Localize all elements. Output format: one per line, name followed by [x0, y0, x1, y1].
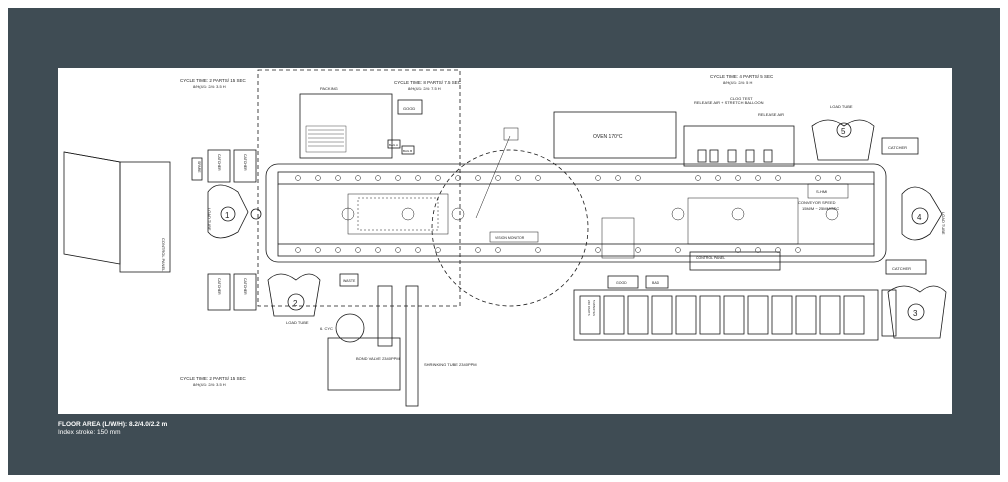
tray-label-line2: 5 MINUTES — [592, 300, 596, 316]
svg-text:2: 2 — [293, 299, 298, 308]
control-panel-left: CONTROL PANEL — [63, 151, 171, 273]
robot-reach-circle — [431, 149, 589, 307]
svg-text:CONTROL PANEL: CONTROL PANEL — [161, 238, 166, 272]
svg-text:CATCHER: CATCHER — [243, 154, 247, 171]
svg-text:4: 4 — [917, 213, 922, 222]
svg-text:GOOD: GOOD — [616, 281, 627, 285]
svg-text:LOAD TUBE: LOAD TUBE — [941, 212, 946, 235]
svg-text:LOAD TUBE: LOAD TUBE — [286, 320, 309, 325]
svg-text:SHRINKING TUBE 2340PPM: SHRINKING TUBE 2340PPM — [424, 362, 477, 367]
station-5: LOAD TUBE 5 CATCHER — [811, 104, 919, 161]
control-panel-bottom: CONTROL PANEL GOOD BAD — [607, 251, 781, 289]
svg-text:6. CYC: 6. CYC — [320, 326, 333, 331]
conveyor-pucks — [295, 175, 841, 253]
station-4: 4 LOAD TUBE CATCHER — [885, 186, 946, 275]
svg-text:CATCHER: CATCHER — [217, 278, 221, 295]
enclosure-outline — [257, 69, 461, 307]
cycle-time-top-right-sub: 8/H(4/1: 2/4: 5 H — [723, 80, 752, 85]
bottom-feeders: WASTE 6. CYC BOND VALVE 2340PPM SHRINKIN… — [320, 273, 477, 407]
footer-notes: FLOOR AREA (L/W/H): 8.2/4.0/2.2 m Index … — [58, 421, 167, 437]
svg-text:S-HMI: S-HMI — [816, 189, 827, 194]
svg-text:CATCHER: CATCHER — [217, 154, 221, 171]
svg-text:RELEASE AIR: RELEASE AIR — [758, 112, 784, 117]
station-3: 3 — [887, 285, 947, 339]
packing-area: PACKING GOOD BAG A BAG B — [299, 86, 423, 159]
tray-label-line1: 240 PARTS — [587, 300, 591, 316]
svg-text:LOAD TUBE: LOAD TUBE — [207, 208, 212, 231]
svg-text:GOOD: GOOD — [403, 106, 415, 111]
cycle-time-top-right: CYCLE TIME: 4 PARTS/ 5 SEC — [710, 74, 774, 79]
svg-text:BAG B: BAG B — [403, 149, 412, 153]
cycle-time-bottom-left-sub: 8/H(4/1: 2/4: 3.5 H — [193, 382, 226, 387]
svg-text:CONTROL PANEL: CONTROL PANEL — [696, 256, 725, 260]
cycle-time-top-left: CYCLE TIME: 2 PARTS/ 15 SEC — [180, 78, 247, 83]
svg-text:CONVEYOR SPEED: CONVEYOR SPEED — [798, 200, 836, 205]
conveyor-loop — [265, 163, 887, 263]
floor-plan-svg: CYCLE TIME: 2 PARTS/ 15 SEC 8/H(4/1: 2/4… — [63, 69, 947, 407]
svg-text:CLOG TEST: CLOG TEST — [730, 96, 753, 101]
part-trays: 240 PARTS 5 MINUTES — [573, 289, 897, 341]
svg-text:OVEN 170°C: OVEN 170°C — [593, 134, 623, 140]
cycle-time-top-mid-sub: 8/H(4/1: 2/4: 7.5 H — [408, 86, 441, 91]
svg-text:CATCHER: CATCHER — [892, 266, 911, 271]
station-1: 1 LOAD TUBE SPARE CATCHER CATCHER — [191, 149, 262, 239]
svg-text:RELEASE AIR + STRETCH BALLOON: RELEASE AIR + STRETCH BALLOON — [694, 100, 764, 105]
station-2: CATCHER CATCHER 2 LOAD TUBE — [207, 273, 321, 325]
svg-text:VISION MONITOR: VISION MONITOR — [495, 236, 525, 240]
svg-text:1: 1 — [225, 211, 230, 220]
interior-mechanism: S-HMI CONVEYOR SPEED 15M/M ~ 25MM/SEC VI… — [341, 127, 849, 259]
svg-text:BOND VALVE 2340PPM: BOND VALVE 2340PPM — [356, 356, 400, 361]
svg-text:15M/M ~ 25MM/SEC: 15M/M ~ 25MM/SEC — [802, 206, 839, 211]
svg-text:CATCHER: CATCHER — [243, 278, 247, 295]
svg-text:WASTE: WASTE — [343, 279, 356, 283]
svg-text:CATCHER: CATCHER — [888, 145, 907, 150]
cycle-time-top-mid: CYCLE TIME: 8 PARTS/ 7.5 SEC — [394, 80, 462, 85]
cycle-time-bottom-left: CYCLE TIME: 2 PARTS/ 15 SEC — [180, 376, 247, 381]
floor-area-text: FLOOR AREA (L/W/H): 8.2/4.0/2.2 m — [58, 421, 168, 428]
release-air-section: RELEASE AIR + STRETCH BALLOON CLOG TEST … — [683, 96, 795, 167]
cycle-time-top-left-sub: 8/H(4/1: 2/4: 3.5 H — [193, 84, 226, 89]
svg-text:5: 5 — [841, 127, 846, 136]
svg-text:3: 3 — [913, 309, 918, 318]
svg-text:PACKING: PACKING — [320, 86, 338, 91]
oven: OVEN 170°C — [553, 111, 677, 159]
svg-text:SPARE: SPARE — [197, 161, 201, 173]
index-stroke-text: Index stroke: 150 mm — [58, 429, 121, 436]
svg-text:BAD: BAD — [652, 281, 660, 285]
floor-plan-drawing: CYCLE TIME: 2 PARTS/ 15 SEC 8/H(4/1: 2/4… — [58, 68, 952, 414]
svg-text:LOAD TUBE: LOAD TUBE — [830, 104, 853, 109]
svg-text:BAG A: BAG A — [389, 143, 398, 147]
